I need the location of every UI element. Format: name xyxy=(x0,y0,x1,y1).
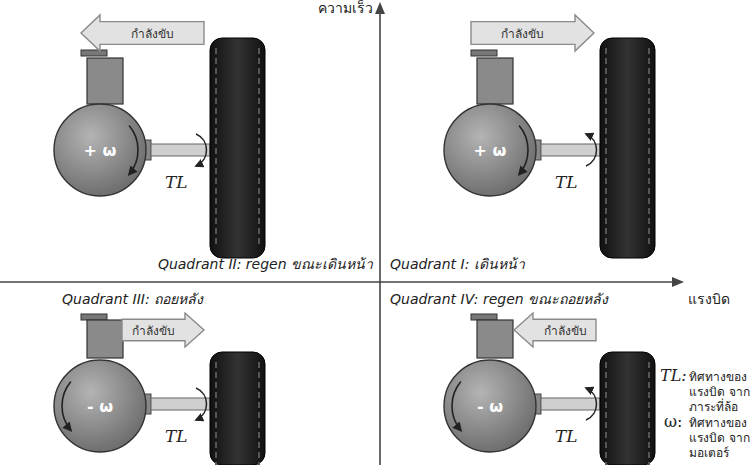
load-torque-symbol: TL xyxy=(555,426,578,447)
arrow-body xyxy=(514,313,596,347)
quadrant-label: Quadrant IV: regen ขณะถอยหลัง xyxy=(390,291,608,309)
axis-label: ความเร็ว xyxy=(318,0,373,18)
power-label: กำลังขับ xyxy=(501,24,544,43)
power-arrow: กำลังขับ xyxy=(513,312,597,348)
motor-body xyxy=(54,360,146,452)
omega-label: + ω xyxy=(474,141,507,160)
motor-circle: - ω xyxy=(53,359,147,453)
omega-label: + ω xyxy=(84,141,117,160)
quadrant-label: Quadrant II: regen ขณะเดินหน้า xyxy=(158,256,373,274)
quadrant-label: Quadrant III: ถอยหลัง xyxy=(62,291,203,309)
load-torque-symbol: TL xyxy=(165,426,188,447)
rotation-arrow xyxy=(129,126,138,175)
motor-body xyxy=(444,104,536,196)
motor-circle: - ω xyxy=(443,359,537,453)
load-torque-symbol: TL xyxy=(165,172,188,193)
arrow-body xyxy=(122,313,204,347)
omega-label: - ω xyxy=(477,397,503,416)
arrow-body xyxy=(81,15,204,51)
legend-text: ทิศทางของแรงบิด จากภาระที่ล้อ xyxy=(689,370,751,415)
power-label: กำลังขับ xyxy=(544,321,587,340)
legend-text: ทิศทางของแรงบิด จากมอเตอร์ xyxy=(689,416,751,461)
power-arrow: กำลังขับ xyxy=(80,14,205,52)
axis-label: แรงบิด xyxy=(688,291,730,309)
motor-assembly xyxy=(471,38,655,258)
power-label: กำลังขับ xyxy=(131,24,174,43)
motor-body xyxy=(54,104,146,196)
torque-axis xyxy=(0,281,674,283)
legend-symbol: ω: xyxy=(664,412,682,432)
axis-arrowhead xyxy=(672,277,684,287)
quadrant-label: Quadrant I: เดินหน้า xyxy=(390,256,525,274)
load-torque-symbol: TL xyxy=(555,172,578,193)
motor-body xyxy=(444,360,536,452)
power-arrow: กำลังขับ xyxy=(470,14,595,52)
motor-assembly xyxy=(81,38,265,258)
power-label: กำลังขับ xyxy=(132,321,175,340)
speed-axis xyxy=(379,12,381,465)
motor-circle: + ω xyxy=(443,103,537,197)
legend-symbol: TL: xyxy=(660,366,687,386)
axis-arrowhead xyxy=(375,2,385,14)
arrow-body xyxy=(471,15,594,51)
rotation-arrow xyxy=(62,382,71,431)
power-arrow: กำลังขับ xyxy=(121,312,205,348)
rotation-arrow xyxy=(452,382,461,431)
rotation-arrow xyxy=(519,126,528,175)
motor-circle: + ω xyxy=(53,103,147,197)
omega-label: - ω xyxy=(87,397,113,416)
